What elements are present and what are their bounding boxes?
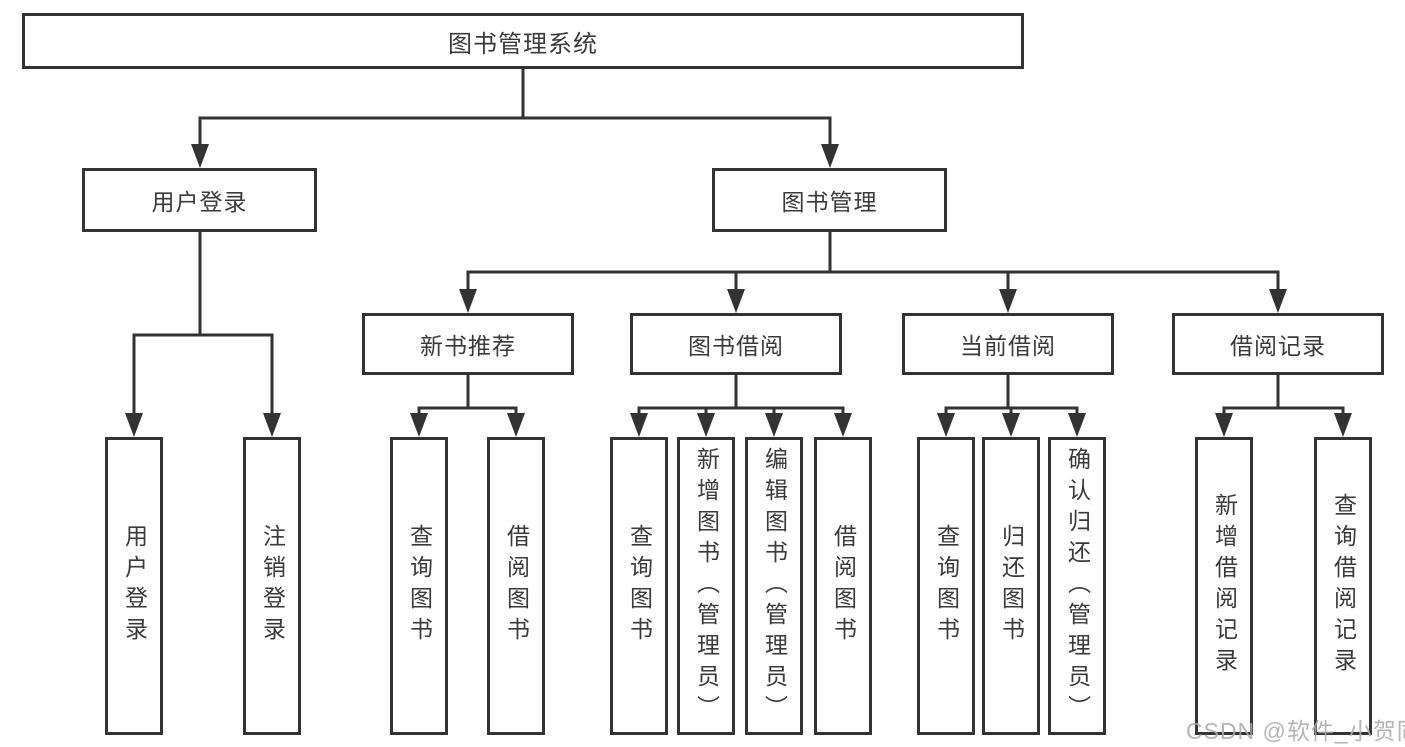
leaf-borrow-books-recommend: 借阅图书 <box>487 437 545 735</box>
leaf-add-borrow-record-label: 新增借阅记录 <box>1211 493 1238 679</box>
leaf-edit-books-admin: 编辑图书（管理员） <box>745 437 803 735</box>
leaf-confirm-return-admin-label: 确认归还（管理员） <box>1064 446 1091 726</box>
leaf-query-borrow-record-label: 查询借阅记录 <box>1330 493 1357 679</box>
leaf-borrow-books: 借阅图书 <box>814 437 872 735</box>
leaf-logout: 注销登录 <box>243 437 301 735</box>
leaf-add-borrow-record: 新增借阅记录 <box>1195 437 1253 735</box>
leaf-add-books-admin: 新增图书（管理员） <box>677 437 735 735</box>
leaf-query-books-recommend-label: 查询图书 <box>406 524 433 648</box>
node-book-borrowing: 图书借阅 <box>630 313 842 375</box>
leaf-logout-label: 注销登录 <box>259 524 286 648</box>
leaf-user-login-label: 用户登录 <box>121 524 148 648</box>
leaf-query-borrow-record: 查询借阅记录 <box>1314 437 1372 735</box>
watermark: CSDN @软件_小贺同学 <box>1186 718 1405 744</box>
node-library-management-system: 图书管理系统 <box>22 13 1024 69</box>
leaf-add-books-admin-label: 新增图书（管理员） <box>693 446 720 726</box>
leaf-borrow-books-label: 借阅图书 <box>830 524 857 648</box>
leaf-query-books-current: 查询图书 <box>917 437 975 735</box>
leaf-user-login: 用户登录 <box>105 437 163 735</box>
leaf-confirm-return-admin: 确认归还（管理员） <box>1048 437 1106 735</box>
leaf-return-books-label: 归还图书 <box>998 524 1025 648</box>
leaf-query-books-borrow-label: 查询图书 <box>626 524 653 648</box>
leaf-query-books-current-label: 查询图书 <box>933 524 960 648</box>
node-user-login: 用户登录 <box>82 168 317 232</box>
leaf-query-books-recommend: 查询图书 <box>390 437 448 735</box>
node-book-management: 图书管理 <box>712 168 947 232</box>
node-new-book-recommendation: 新书推荐 <box>362 313 574 375</box>
leaf-return-books: 归还图书 <box>982 437 1040 735</box>
leaf-edit-books-admin-label: 编辑图书（管理员） <box>761 446 788 726</box>
arrowhead-icons <box>125 144 1352 437</box>
node-current-borrowing: 当前借阅 <box>902 313 1114 375</box>
leaf-query-books-borrow: 查询图书 <box>610 437 668 735</box>
leaf-borrow-books-recommend-label: 借阅图书 <box>503 524 530 648</box>
node-borrowing-records: 借阅记录 <box>1172 313 1384 375</box>
